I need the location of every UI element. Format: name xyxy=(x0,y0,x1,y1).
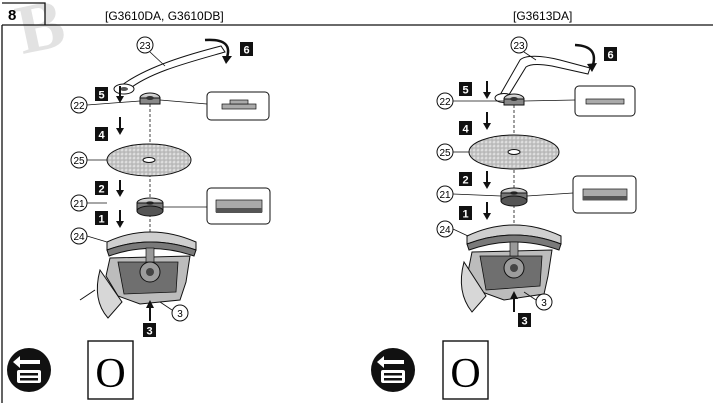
battery-remove-icon xyxy=(7,348,51,392)
part-label-22: 22 xyxy=(73,101,85,112)
part-label-22: 22 xyxy=(439,97,451,108)
step-label-1: 1 xyxy=(98,214,104,226)
step-label-3: 3 xyxy=(146,326,152,338)
step-badge-2 xyxy=(459,172,472,186)
reverse-symbol: O xyxy=(450,351,480,397)
figure-number-tab xyxy=(2,2,46,25)
panel-heading: [G3613DA] xyxy=(513,9,572,23)
step-label-2: 2 xyxy=(98,184,104,196)
step-label-4: 4 xyxy=(98,130,105,142)
circled-number-icon xyxy=(171,304,189,322)
part-label-23: 23 xyxy=(139,41,151,52)
reverse-symbol-box xyxy=(442,340,489,400)
watermark: В xyxy=(10,0,72,70)
reverse-symbol-box xyxy=(87,340,134,400)
panel-right: [G3613DA] 6 23 22 5 4 xyxy=(371,9,637,400)
part-label-3: 3 xyxy=(177,309,183,320)
grinder-body xyxy=(79,247,191,319)
figure-number: 8 xyxy=(8,7,16,24)
step-badge-3 xyxy=(143,323,156,337)
wrench xyxy=(113,45,226,95)
figure-frame xyxy=(1,24,713,403)
step-badge-5 xyxy=(459,82,472,96)
step-label-2: 2 xyxy=(462,175,468,187)
step-badge-2 xyxy=(95,181,108,195)
step-badge-4 xyxy=(459,121,472,135)
circled-number-icon xyxy=(136,36,154,54)
circled-number-icon xyxy=(535,293,553,311)
part-label-21: 21 xyxy=(439,190,451,201)
part-label-24: 24 xyxy=(439,225,451,236)
wheel-guard xyxy=(106,231,197,257)
part-label-24: 24 xyxy=(73,232,85,243)
part-label-25: 25 xyxy=(73,156,85,167)
step-badge-1 xyxy=(95,211,108,225)
step-label-6: 6 xyxy=(243,45,249,57)
step-label-4: 4 xyxy=(462,124,469,136)
wheel-guard xyxy=(466,224,562,251)
reverse-symbol: O xyxy=(95,351,125,397)
grinder-body xyxy=(460,241,553,313)
step-label-1: 1 xyxy=(462,209,468,221)
step-badge-4 xyxy=(95,127,108,141)
battery-remove-icon xyxy=(371,348,415,392)
panel-left: [G3610DA, G3610DB] 6 23 22 5 xyxy=(7,9,271,400)
step-label-6: 6 xyxy=(607,50,613,62)
step-label-3: 3 xyxy=(521,316,527,328)
step-badge-6 xyxy=(604,47,617,61)
part-label-23: 23 xyxy=(513,41,525,52)
step-label-5: 5 xyxy=(462,85,468,97)
part-label-25: 25 xyxy=(439,148,451,159)
part-label-21: 21 xyxy=(73,199,85,210)
step-label-5: 5 xyxy=(98,90,104,102)
panel-heading: [G3610DA, G3610DB] xyxy=(105,9,224,23)
part-label-3: 3 xyxy=(541,298,547,309)
step-badge-6 xyxy=(240,42,253,56)
step-badge-5 xyxy=(95,87,108,101)
circled-number-icon xyxy=(510,36,528,54)
step-badge-3 xyxy=(518,313,531,327)
step-badge-1 xyxy=(459,206,472,220)
